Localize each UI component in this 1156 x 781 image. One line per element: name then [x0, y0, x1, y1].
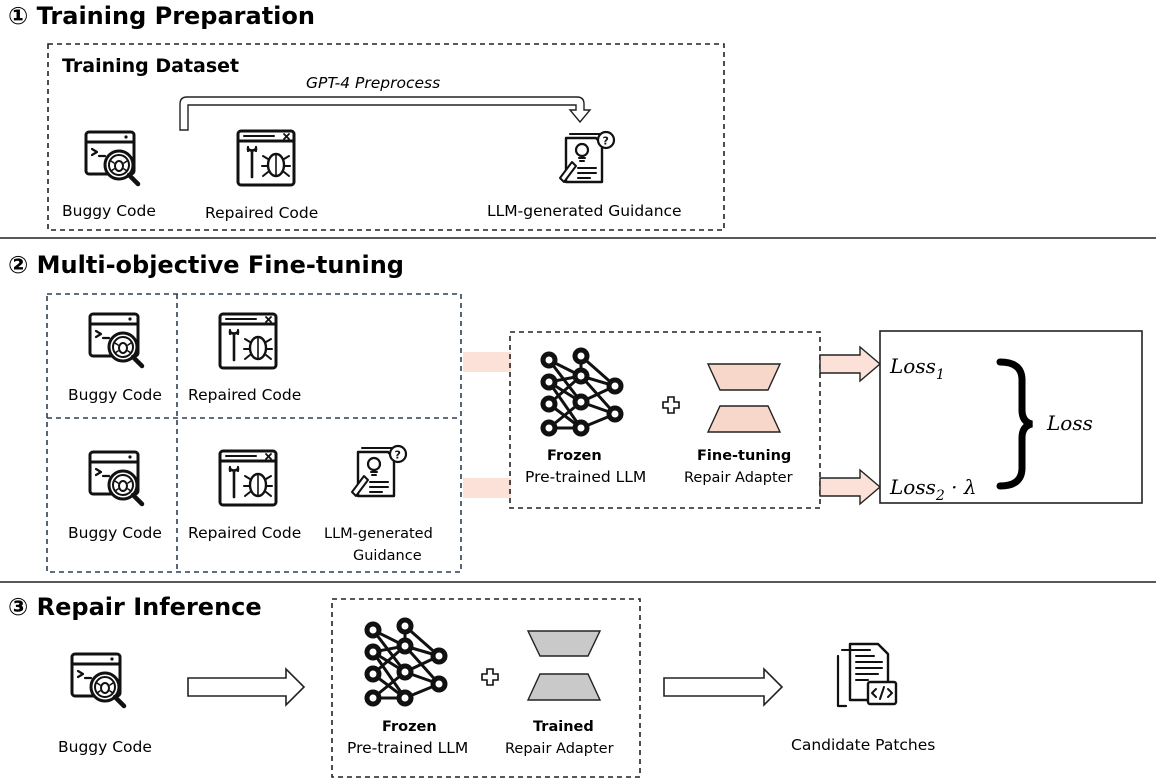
model-box-inference — [331, 598, 641, 778]
input-arrow-1 — [463, 352, 511, 372]
dataset-grid — [46, 293, 462, 573]
patch-files-icon — [836, 642, 898, 708]
output-arrow-loss1 — [819, 345, 882, 383]
buggy-code-icon — [86, 132, 138, 184]
buggy-code-label: Buggy Code — [58, 738, 152, 756]
neural-network-icon — [543, 350, 621, 434]
guidance-doc-icon — [558, 130, 616, 184]
gpt4-preprocess-label: GPT-4 Preprocess — [306, 74, 440, 92]
adapter-icon — [526, 630, 602, 657]
neural-network-icon — [367, 620, 445, 704]
section-title-training-preparation: ① Training Preparation — [8, 2, 315, 30]
loss1-label: Loss1 — [889, 354, 945, 383]
loss2-label: Loss2 · λ — [889, 475, 977, 504]
repaired-code-icon — [218, 449, 278, 507]
adapter-icon — [706, 363, 782, 391]
fine-tuning-label: Fine-tuning — [697, 448, 791, 464]
pretrained-llm-label: Pre-trained LLM — [525, 468, 646, 486]
frozen-label: Frozen — [382, 719, 437, 735]
pretrained-llm-label: Pre-trained LLM — [347, 739, 468, 757]
plus-icon — [481, 668, 499, 686]
repaired-code-icon — [218, 312, 278, 370]
buggy-code-label: Buggy Code — [68, 386, 162, 404]
guidance-label: LLM-generated Guidance — [487, 202, 682, 220]
guidance-label-line2: Guidance — [353, 548, 422, 564]
adapter-icon — [526, 673, 602, 701]
frozen-label: Frozen — [547, 448, 602, 464]
output-arrow-loss2 — [819, 468, 882, 506]
trained-label: Trained — [533, 719, 594, 735]
section-title-fine-tuning: ② Multi-objective Fine-tuning — [8, 251, 404, 279]
model-box-training — [509, 331, 821, 509]
section-title-repair-inference: ③ Repair Inference — [8, 593, 262, 621]
buggy-code-icon — [72, 654, 124, 706]
buggy-code-icon — [90, 314, 142, 366]
input-arrow-2 — [463, 478, 511, 498]
training-dataset-box — [47, 43, 725, 231]
adapter-icon — [706, 405, 782, 433]
repaired-code-label: Repaired Code — [188, 524, 301, 542]
repair-adapter-label: Repair Adapter — [684, 470, 793, 486]
repair-adapter-label: Repair Adapter — [505, 741, 614, 757]
buggy-code-icon — [90, 452, 142, 504]
repaired-code-label: Repaired Code — [188, 386, 301, 404]
repaired-code-label: Repaired Code — [205, 204, 318, 222]
training-dataset-title: Training Dataset — [62, 55, 239, 77]
preprocess-arrow — [179, 96, 592, 131]
plus-icon — [662, 396, 680, 414]
buggy-code-label: Buggy Code — [62, 202, 156, 220]
buggy-code-label: Buggy Code — [68, 524, 162, 542]
guidance-label-line1: LLM-generated — [324, 526, 433, 542]
curly-brace — [996, 358, 1033, 490]
guidance-doc-icon — [350, 444, 408, 498]
inference-arrow-in — [187, 667, 306, 707]
loss-box — [879, 330, 1143, 504]
inference-arrow-out — [663, 667, 784, 707]
candidate-patches-label: Candidate Patches — [791, 736, 935, 754]
repaired-code-icon — [236, 129, 296, 187]
total-loss-label: Loss — [1046, 411, 1093, 435]
